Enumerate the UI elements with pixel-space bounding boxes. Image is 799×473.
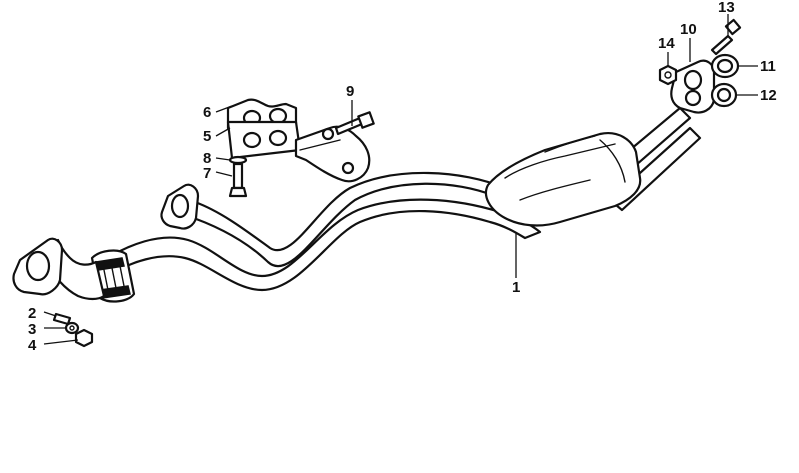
stud-2	[52, 312, 72, 326]
washer-3	[64, 321, 80, 335]
nut-4	[74, 328, 94, 348]
front-flange-lower	[12, 237, 64, 296]
callout-5: 5	[203, 128, 211, 145]
callout-11: 11	[760, 58, 776, 75]
callout-2: 2	[28, 305, 36, 322]
washer-8	[228, 155, 248, 165]
pipe-clamp	[226, 98, 302, 160]
leader-lines	[43, 14, 758, 345]
callout-10: 10	[680, 21, 697, 38]
callout-13: 13	[718, 0, 735, 16]
callout-7: 7	[203, 165, 211, 182]
gasket-ring-12	[710, 82, 738, 108]
mounting-bracket	[294, 125, 371, 183]
front-flange-upper	[160, 183, 200, 230]
bolt-13	[710, 18, 742, 56]
catalytic-converter	[484, 132, 642, 227]
rear-flange	[670, 59, 716, 114]
callout-1: 1	[512, 279, 520, 296]
callout-3: 3	[28, 321, 36, 338]
callout-12: 12	[760, 87, 777, 104]
bolt-9	[334, 111, 375, 136]
callout-9: 9	[346, 83, 354, 100]
callout-8: 8	[203, 150, 211, 167]
callout-14: 14	[658, 35, 675, 52]
nut-14	[658, 64, 678, 86]
gasket-ring-11	[710, 53, 740, 79]
callout-4: 4	[28, 337, 37, 354]
callout-6: 6	[203, 104, 211, 121]
bolt-7	[228, 162, 248, 198]
